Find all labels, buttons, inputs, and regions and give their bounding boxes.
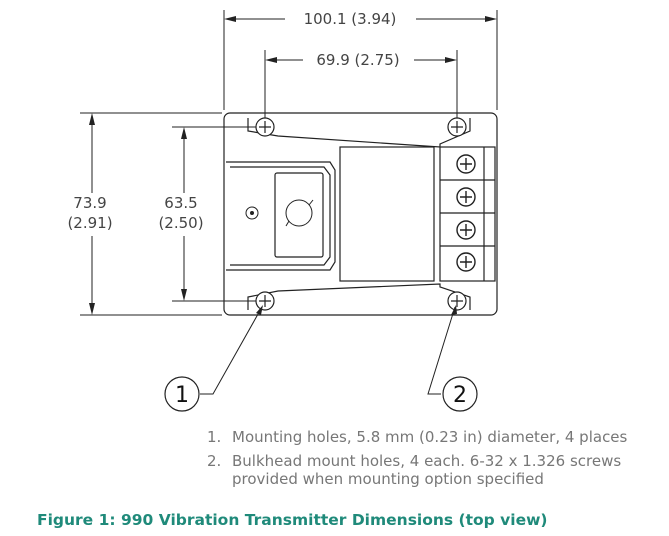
callout-leaders [200,306,456,395]
mounting-holes [255,117,467,311]
terminal-screws [456,154,476,272]
figure-caption: Figure 1: 990 Vibration Transmitter Dime… [37,511,548,529]
callout-1: 1 [164,376,200,412]
note-number: 1. [207,428,222,446]
dimension-arrowheads [89,16,497,315]
note-text: Mounting holes, 5.8 mm (0.23 in) diamete… [232,428,628,446]
notes-list: 1. Mounting holes, 5.8 mm (0.23 in) diam… [207,428,667,494]
callout-2-number: 2 [453,383,467,408]
note-item: 2. Bulkhead mount holes, 4 each. 6-32 x … [207,452,667,488]
callout-2: 2 [442,376,478,412]
note-number: 2. [207,452,222,470]
connector-housing [226,161,336,271]
note-text: Bulkhead mount holes, 4 each. 6-32 x 1.3… [232,452,622,488]
sensor-connector [285,199,313,227]
dimension-drawing: 100.1 (3.94) 69.9 (2.75) 73.9 (2.91) 63.… [67,10,498,412]
connector-bay [274,172,324,258]
terminal-strip [439,146,496,282]
note-item: 1. Mounting holes, 5.8 mm (0.23 in) diam… [207,428,667,446]
label-window [339,146,435,282]
overall-height-mm-label: 73.9 [73,194,106,212]
transmitter-body [223,112,498,316]
overall-width-label: 100.1 (3.94) [304,10,397,28]
hole-spacing-height-in-label: (2.50) [158,214,203,232]
callout-1-number: 1 [175,383,189,408]
hole-spacing-height-mm-label: 63.5 [164,194,197,212]
indicator-led [245,206,259,220]
overall-height-in-label: (2.91) [67,214,112,232]
hole-spacing-width-label: 69.9 (2.75) [316,51,399,69]
